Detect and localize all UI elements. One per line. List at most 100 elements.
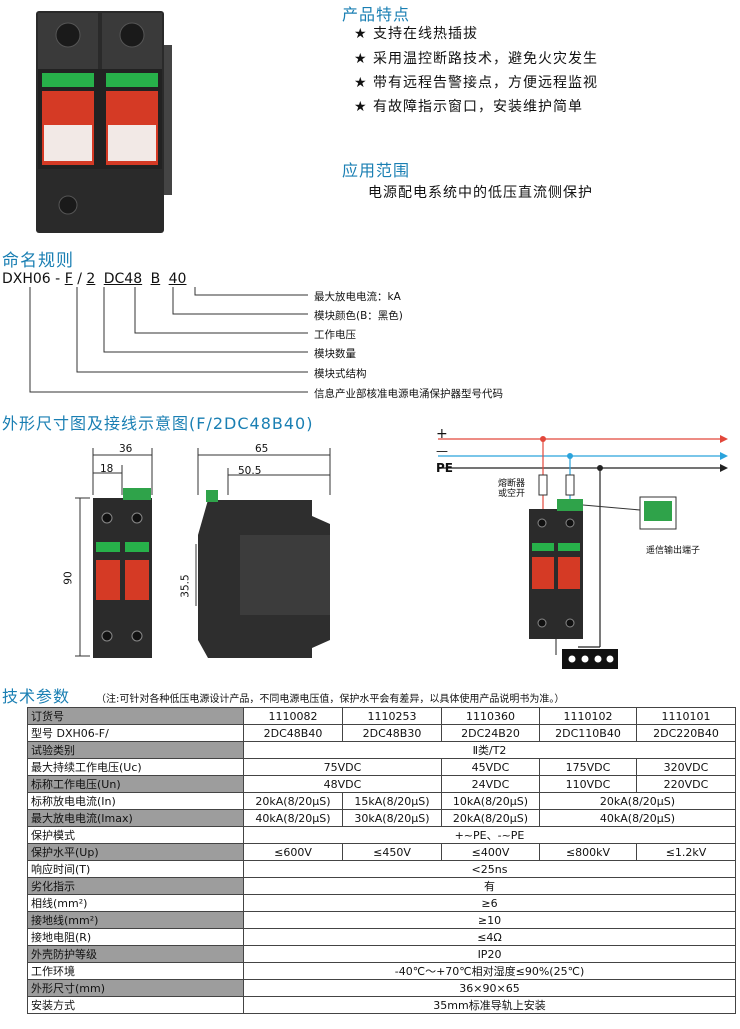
row-value: 35mm标准导轨上安装 [243,996,736,1014]
row-value: ≥6 [243,894,736,912]
row-label: 标称放电电流(In) [27,792,244,810]
row-value: 48VDC [243,775,442,793]
row-label: 最大持续工作电压(Uc) [27,758,244,776]
features-title: 产品特点 [342,5,411,24]
spec-note: （注:可针对各种低压电源设计产品，不同电源电压值，保护水平会有差异，以具体使用产… [96,694,565,705]
row-value: -40℃～+70℃相对湿度≤90%(25℃) [243,962,736,980]
row-label: 保护水平(Up) [27,843,244,861]
dim-36: 36 [119,443,133,455]
code-n: 2 [86,271,96,287]
code-prefix: DXH06 [2,271,51,287]
application-title: 应用范围 [342,161,411,180]
table-row: 外形尺寸(mm)36×90×65 [27,979,736,997]
row-value: 220VDC [636,775,736,793]
row-value: 30kA(8/20μS) [342,809,442,827]
row-value: 20kA(8/20μS) [243,792,343,810]
row-label: 接地电阻(R) [27,928,244,946]
row-value: ≤600V [243,843,343,861]
row-value: 20kA(8/20μS) [441,809,540,827]
row-value: ≤450V [342,843,442,861]
row-value: ≤1.2kV [636,843,736,861]
wiring-diagram [438,435,728,669]
row-value: 110VDC [539,775,637,793]
code-f: F [64,271,73,287]
naming-leader-lines [29,287,308,393]
table-row: 工作环境-40℃～+70℃相对湿度≤90%(25℃) [27,962,736,980]
table-row: 响应时间(T)<25ns [27,860,736,878]
code-num: 40 [168,271,187,287]
row-value: IP20 [243,945,736,963]
row-value: ≤400V [441,843,540,861]
naming-label: 最大放电电流：kA [314,291,401,303]
row-label: 外壳防护等级 [27,945,244,963]
dim-65: 65 [255,443,269,455]
row-label: 订货号 [27,707,244,725]
row-label: 安装方式 [27,996,244,1014]
naming-label: 信息产业部核准电源电涌保护器型号代码 [314,388,503,400]
row-label: 响应时间(T) [27,860,244,878]
fuse-label-line1: 熔断器 [498,479,526,489]
row-label: 工作环境 [27,962,244,980]
row-value: ≤4Ω [243,928,736,946]
row-value: 10kA(8/20μS) [441,792,540,810]
row-value: 2DC24B20 [441,724,540,742]
table-row: 最大放电电流(Imax)40kA(8/20μS)30kA(8/20μS)20kA… [27,809,736,827]
row-label: 外形尺寸(mm) [27,979,244,997]
row-value: 2DC220B40 [636,724,736,742]
wire-pe: PE [436,461,453,475]
wire-plus: + [436,426,448,442]
code-dash: - [55,271,61,287]
product-photo [36,11,172,233]
table-row: 保护模式+~PE、-~PE [27,826,736,844]
table-row: 标称放电电流(In)20kA(8/20μS)15kA(8/20μS)10kA(8… [27,792,736,810]
row-label: 标称工作电压(Un) [27,775,244,793]
row-value: 1110102 [539,707,637,725]
drawing-title: 外形尺寸图及接线示意图(F/2DC48B40) [2,414,314,433]
row-value: 20kA(8/20μS) [539,792,736,810]
row-label: 最大放电电流(Imax) [27,809,244,827]
naming-title: 命名规则 [2,251,74,271]
table-row: 相线(mm²)≥6 [27,894,736,912]
table-row: 接地电阻(R)≤4Ω [27,928,736,946]
table-row: 接地线(mm²)≥10 [27,911,736,929]
row-value: 320VDC [636,758,736,776]
row-value: 40kA(8/20μS) [243,809,343,827]
application-text: 电源配电系统中的低压直流侧保护 [368,185,593,201]
row-value: 45VDC [441,758,540,776]
fuse-label-line2: 或空开 [498,489,526,499]
row-label: 试验类别 [27,741,244,759]
row-value: 2DC48B30 [342,724,442,742]
row-value: 175VDC [539,758,637,776]
dim-35-5: 35.5 [179,574,192,598]
row-value: 1110360 [441,707,540,725]
row-value: ≥10 [243,911,736,929]
dim-50-5: 50.5 [238,465,262,477]
code-dc: DC48 [103,271,143,287]
row-label: 型号 DXH06-F/ [27,724,244,742]
row-label: 保护模式 [27,826,244,844]
fuse-label: 熔断器 或空开 [498,479,525,499]
table-row: 保护水平(Up)≤600V≤450V≤400V≤800kV≤1.2kV [27,843,736,861]
naming-label: 模块颜色(B：黑色) [314,310,403,322]
row-value: 2DC48B40 [243,724,343,742]
feature-item: ★ 有故障指示窗口，安装维护简单 [354,99,584,115]
code-b: B [150,271,161,287]
row-value: 1110082 [243,707,343,725]
dim-90: 90 [62,571,75,585]
row-value: 1110253 [342,707,442,725]
row-value: +~PE、-~PE [243,826,736,844]
side-dimension-drawing [195,448,331,658]
wire-minus: — [436,444,448,458]
feature-item: ★ 支持在线热插拔 [354,26,479,42]
naming-label: 模块式结构 [314,368,367,380]
feature-item: ★ 采用温控断路技术，避免火灾发生 [354,51,599,67]
table-row: 劣化指示有 [27,877,736,895]
row-label: 劣化指示 [27,877,244,895]
row-value: 有 [243,877,736,895]
